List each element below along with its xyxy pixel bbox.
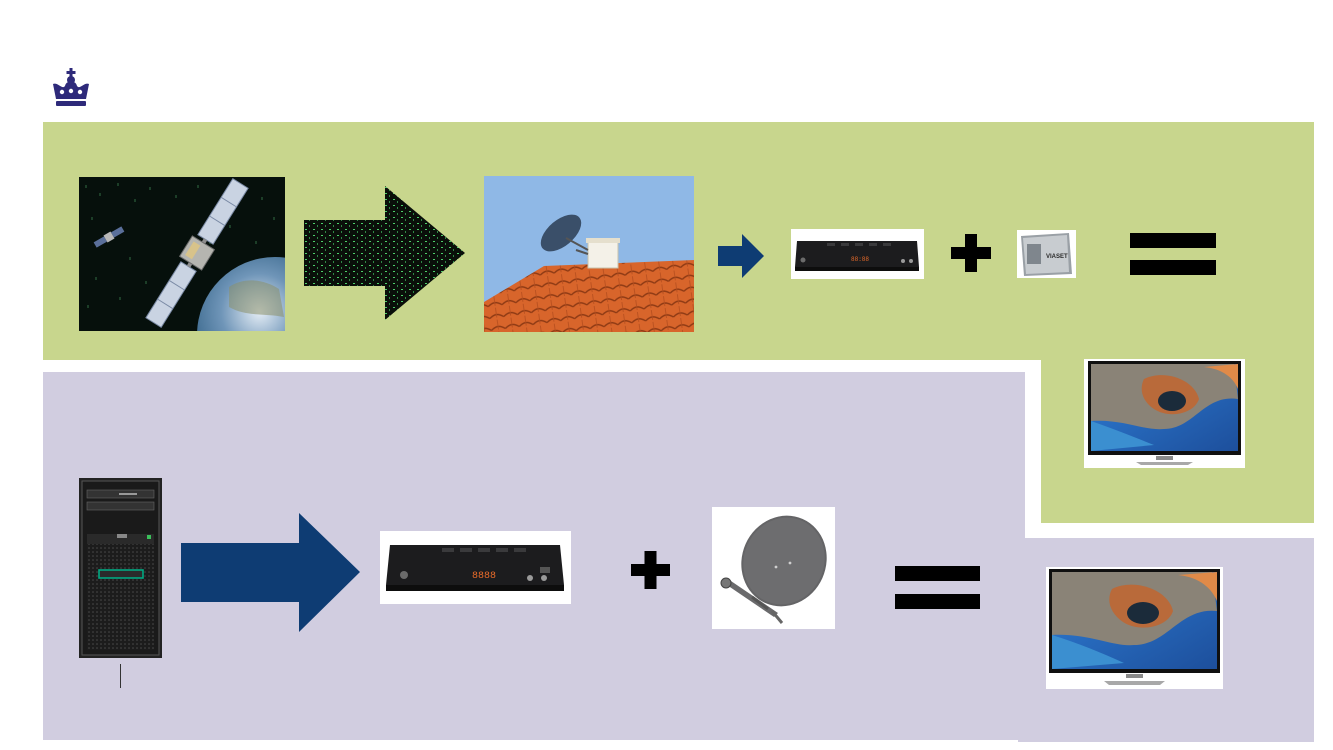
card-brand-text: VIASET (1046, 254, 1068, 260)
server-base-line (120, 664, 121, 688)
satellite-image (79, 177, 285, 331)
television-image (1046, 567, 1223, 689)
rooftop-dish-image (484, 176, 694, 332)
plus-symbol-icon (951, 234, 991, 272)
equals-symbol-icon (1130, 233, 1216, 275)
set-top-box-large-image: 8888 (380, 531, 571, 604)
set-top-box-image: 88:88 (791, 229, 924, 279)
svg-text:88:88: 88:88 (851, 256, 869, 263)
crown-logo-icon (50, 68, 92, 108)
plus-symbol-icon (631, 551, 670, 589)
viaset-card-image: VIASET (1017, 230, 1076, 278)
svg-text:8888: 8888 (472, 571, 496, 582)
arrow-large-icon (181, 513, 360, 632)
television-image (1084, 359, 1245, 468)
arrow-small-icon (718, 234, 764, 278)
satellite-dish-image (712, 507, 835, 629)
server-tower-image (79, 478, 162, 658)
data-stream-arrow (304, 186, 465, 320)
equals-symbol-icon (895, 566, 980, 609)
